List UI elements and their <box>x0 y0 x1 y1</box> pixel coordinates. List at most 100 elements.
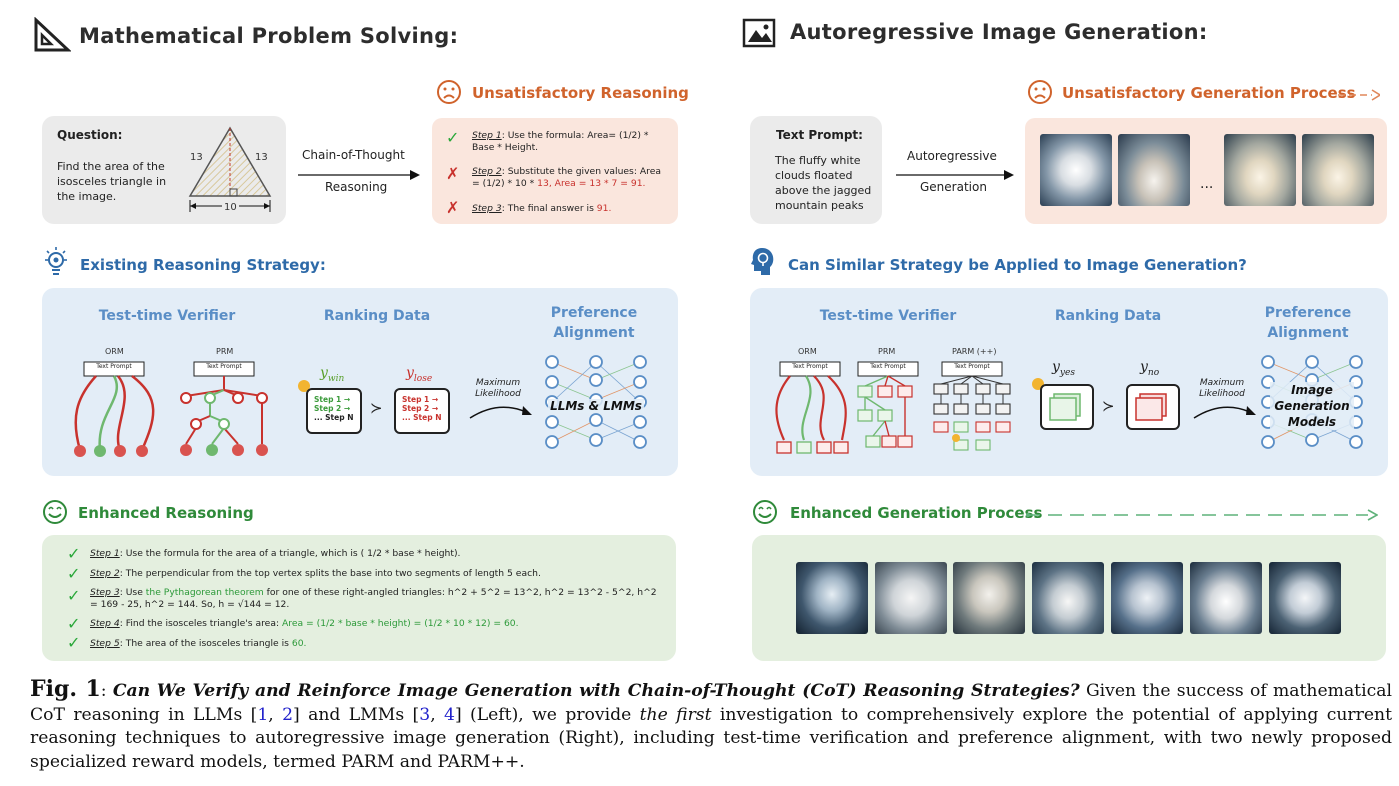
prm-text-prompt: Text Prompt <box>870 363 906 370</box>
win-bubble: Step 1 →Step 2 →... Step N <box>306 388 362 434</box>
ranking-header: Ranking Data <box>323 308 431 324</box>
question-text: Find the area of the isosceles triangle … <box>57 160 167 203</box>
figure-caption: Fig. 1: Can We Verify and Reinforce Imag… <box>30 676 1392 772</box>
triangle-side-left: 13 <box>190 152 203 163</box>
enhanced-reasoning-panel <box>42 535 676 661</box>
generated-image <box>1224 134 1296 206</box>
enhanced-step-4: Step 4: Find the isosceles triangle's ar… <box>90 618 519 629</box>
unsat-step-1: Step 1: Use the formula: Area= (1/2) * B… <box>472 130 649 153</box>
check-mark: ✓ <box>446 128 460 147</box>
generated-image <box>1190 562 1262 634</box>
triangle-side-right: 13 <box>255 152 268 163</box>
check-mark: ✓ <box>67 633 81 652</box>
cot-arrow <box>298 166 420 180</box>
image-icon <box>742 18 776 48</box>
citation-link[interactable]: 3 <box>419 704 431 725</box>
enhanced-generation-label: Enhanced Generation Process <box>790 504 1043 522</box>
cot-label-top: Chain-of-Thought <box>302 148 405 162</box>
llms-lmms-label: LLMs & LMMs <box>548 399 644 413</box>
orm-tree <box>66 358 166 458</box>
no-bubble <box>1126 384 1180 430</box>
dashed-arrow <box>1026 506 1379 521</box>
cot-label-bottom: Reasoning <box>325 180 388 194</box>
prm-text-prompt: Text Prompt <box>206 363 242 370</box>
sad-face-icon <box>436 79 462 105</box>
question-label: Question: <box>57 128 123 142</box>
isosceles-triangle-figure <box>182 124 278 216</box>
cross-mark: ✗ <box>446 164 460 183</box>
yes-bubble <box>1040 384 1094 430</box>
head-lightbulb-icon <box>750 246 776 276</box>
text-prompt-text: The fluffy white clouds floated above th… <box>775 154 872 212</box>
enhanced-step-1: Step 1: Use the formula for the area of … <box>90 548 461 559</box>
orm-text-prompt: Text Prompt <box>792 363 828 370</box>
generated-image <box>1040 134 1112 206</box>
preferred-over-sign: ≻ <box>1102 397 1115 415</box>
y-win-label: ywin <box>320 365 345 384</box>
check-mark: ✓ <box>67 614 81 633</box>
prm-label: PRM <box>878 347 896 356</box>
ar-label-bottom: Generation <box>920 180 987 194</box>
generated-image <box>1118 134 1190 206</box>
citation-link[interactable]: 1 <box>257 704 269 725</box>
unsat-generation-label: Unsatisfactory Generation Process <box>1062 84 1356 102</box>
citation-link[interactable]: 2 <box>282 704 294 725</box>
generated-image <box>1032 562 1104 634</box>
generated-image <box>1269 562 1341 634</box>
generated-image <box>796 562 868 634</box>
unsat-step-2: Step 2: Substitute the given values: Are… <box>472 166 661 189</box>
ellipsis: ... <box>1200 176 1214 192</box>
orm-label: ORM <box>105 347 124 356</box>
y-yes-label: yyes <box>1052 359 1075 378</box>
parm-image-tree <box>930 358 1014 458</box>
ar-label-top: Autoregressive <box>907 149 997 163</box>
prm-image-tree <box>852 358 922 458</box>
text-prompt-panel <box>750 116 882 224</box>
orm-image-tree <box>772 358 850 458</box>
prm-label: PRM <box>216 347 234 356</box>
verifier-header: Test-time Verifier <box>819 308 957 324</box>
ar-arrow <box>896 166 1014 180</box>
enhanced-step-5: Step 5: The area of the isosceles triang… <box>90 638 307 649</box>
can-similar-strategy-label: Can Similar Strategy be Applied to Image… <box>788 256 1247 274</box>
generated-image <box>953 562 1025 634</box>
happy-face-icon <box>42 499 68 525</box>
unsat-reasoning-panel <box>432 118 678 224</box>
image-generation-models-label: Image Generation Models <box>1270 382 1354 430</box>
happy-face-icon <box>752 499 778 525</box>
generated-image <box>1302 134 1374 206</box>
prm-tree <box>172 358 276 458</box>
orm-label: ORM <box>798 347 817 356</box>
unsat-reasoning-label: Unsatisfactory Reasoning <box>472 84 689 102</box>
orm-text-prompt: Text Prompt <box>96 363 132 370</box>
parm-text-prompt: Text Prompt <box>954 363 990 370</box>
dashed-arrow <box>1338 86 1382 101</box>
check-mark: ✓ <box>67 586 81 605</box>
curved-arrow <box>468 400 534 422</box>
right-section-title: Autoregressive Image Generation: <box>790 20 1208 44</box>
preferred-over-sign: ≻ <box>370 399 383 417</box>
citation-link[interactable]: 4 <box>444 704 455 725</box>
ranking-header: Ranking Data <box>1054 308 1162 324</box>
unsat-step-3: Step 3: The final answer is 91. <box>472 203 612 214</box>
curved-arrow <box>1192 400 1258 422</box>
existing-strategy-panel <box>42 288 678 476</box>
preference-header: Preference Alignment <box>1264 305 1352 341</box>
generated-image <box>1111 562 1183 634</box>
verifier-header: Test-time Verifier <box>98 308 236 324</box>
enhanced-step-3: Step 3: Use the Pythagorean theorem for … <box>90 587 657 610</box>
sad-face-icon <box>1027 79 1053 105</box>
parm-label: PARM (++) <box>952 347 997 356</box>
existing-strategy-label: Existing Reasoning Strategy: <box>80 256 326 274</box>
y-lose-label: ylose <box>406 365 433 384</box>
triangle-base: 10 <box>222 202 239 214</box>
triangle-ruler-icon <box>33 16 72 53</box>
left-section-title: Mathematical Problem Solving: <box>79 24 459 48</box>
generated-image <box>875 562 947 634</box>
check-mark: ✓ <box>67 564 81 583</box>
lightbulb-icon <box>42 246 70 276</box>
y-no-label: yno <box>1140 359 1160 378</box>
check-mark: ✓ <box>67 544 81 563</box>
